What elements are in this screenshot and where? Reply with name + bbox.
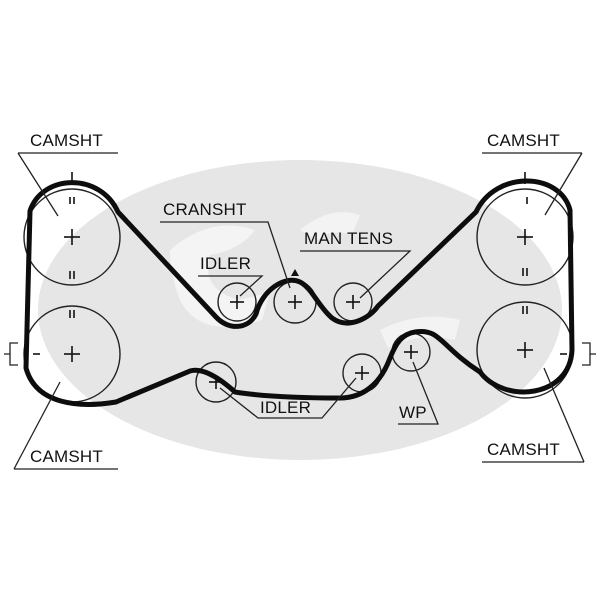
leader-man-tens <box>300 250 412 299</box>
label-camsht-top-right: CAMSHT <box>487 131 560 150</box>
label-wp: WP <box>399 403 427 422</box>
watermark-letter-g <box>170 225 270 327</box>
idler-pulley-upper <box>217 282 257 322</box>
label-camsht-bottom-right: CAMSHT <box>487 440 560 459</box>
timing-belt <box>23 178 575 407</box>
leader-camsht-bottom-left <box>13 381 61 470</box>
camshaft-pulley-top-right <box>476 188 574 286</box>
leader-camsht-top-right <box>544 152 583 216</box>
timing-mark-right-bracket <box>582 342 596 366</box>
labels: CAMSHT CAMSHT CAMSHT CAMSHT CRANSHT IDLE… <box>30 131 560 466</box>
label-cransht: CRANSHT <box>163 200 247 219</box>
crank-timing-arrow <box>291 269 299 276</box>
camshaft-pulley-top-left <box>23 188 121 286</box>
leader-idler-lower <box>219 377 357 419</box>
leader-lines <box>13 152 585 470</box>
leader-wp <box>398 361 439 425</box>
label-idler-upper: IDLER <box>200 254 251 273</box>
leader-camsht-bottom-right <box>543 367 585 463</box>
label-idler-lower: IDLER <box>260 398 311 417</box>
watermark-swoosh <box>300 212 360 240</box>
watermark-oval <box>38 160 562 460</box>
leader-camsht-top-left <box>17 152 59 217</box>
leader-idler-upper <box>198 275 264 297</box>
label-man-tens: MAN TENS <box>304 229 393 248</box>
label-camsht-bottom-left: CAMSHT <box>30 447 103 466</box>
leader-cransht <box>160 221 291 289</box>
timing-mark-left-bracket <box>4 342 18 366</box>
label-camsht-top-left: CAMSHT <box>30 131 103 150</box>
